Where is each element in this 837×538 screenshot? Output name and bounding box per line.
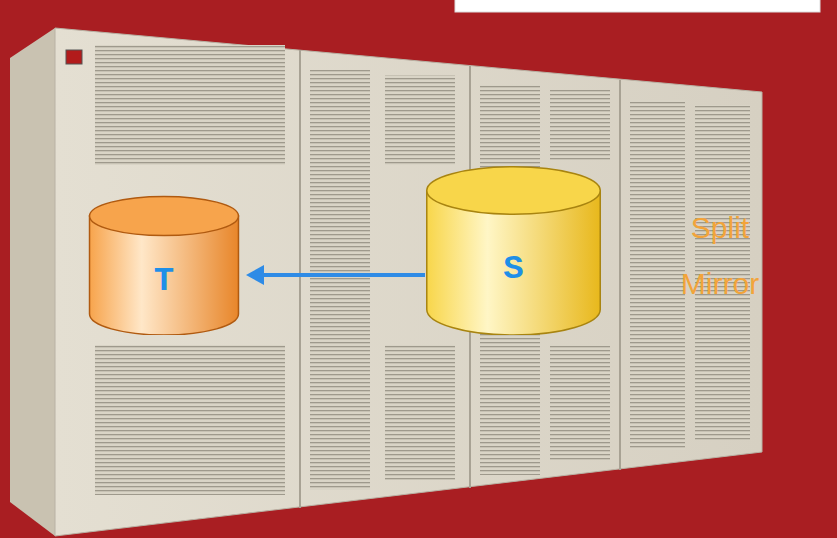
- cylinder-volume: T: [88, 195, 240, 335]
- cylinder-shape: [425, 165, 602, 335]
- copy-arrow: [246, 265, 425, 285]
- volume-letter: T: [154, 264, 174, 298]
- volume-letter: S: [503, 252, 523, 286]
- cylinder-volume: S: [425, 165, 602, 335]
- diagram-label: Split Mirror: [655, 200, 785, 312]
